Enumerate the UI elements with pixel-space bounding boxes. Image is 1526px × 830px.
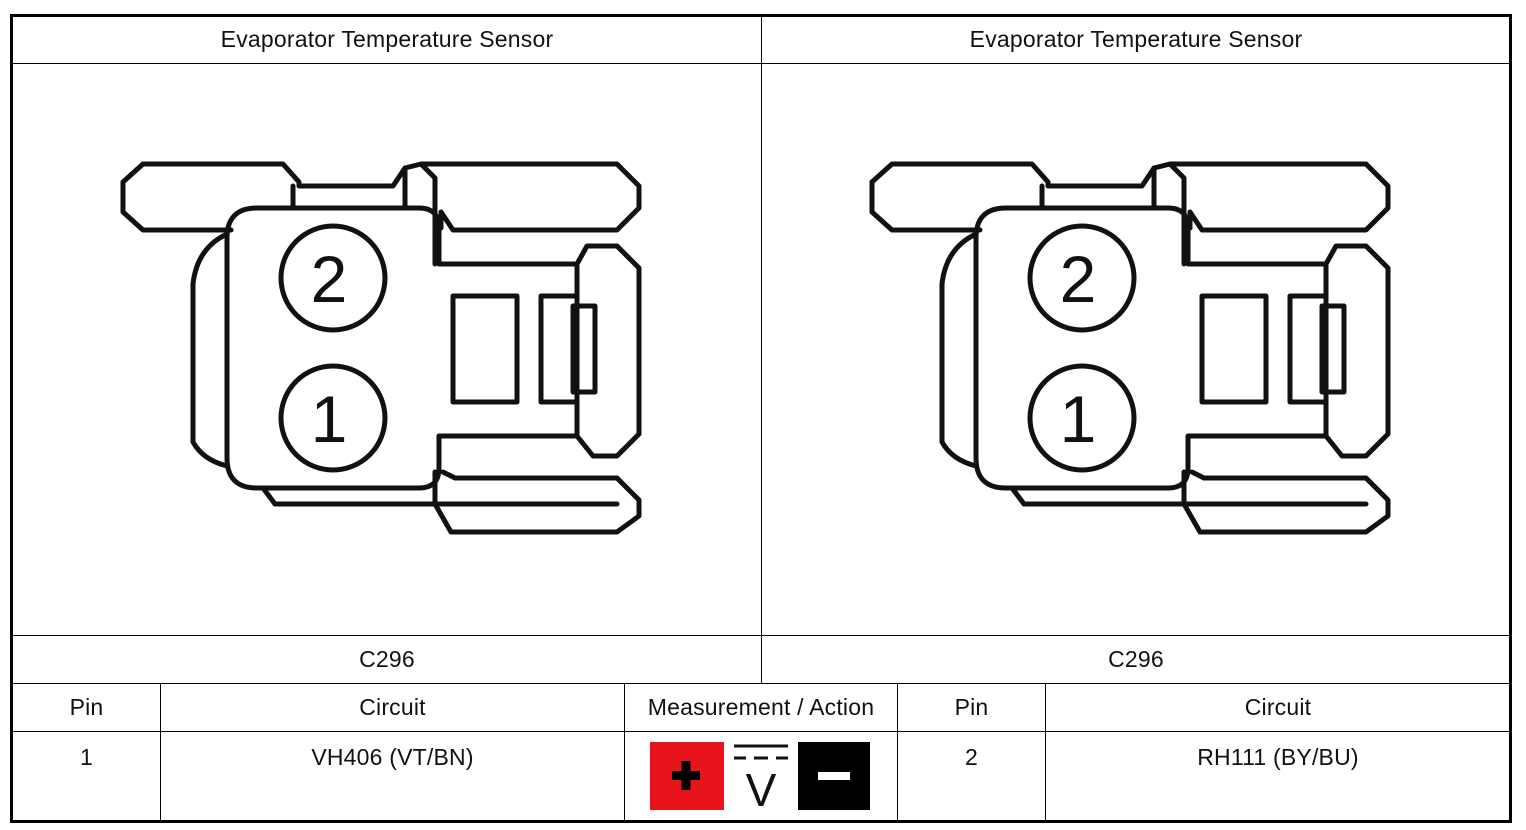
voltmeter-symbol: V (746, 764, 777, 812)
col-divider-3 (897, 683, 898, 821)
left-connector-lock-tab (570, 303, 598, 395)
right-connector-right-cap (1323, 243, 1391, 459)
left-connector-top-tab-rail (418, 161, 438, 267)
col-divider-2 (624, 683, 625, 821)
left-connector-id: C296 (359, 646, 415, 672)
right-pin-1-cavity (1027, 363, 1137, 473)
right-connector-lock-tab (1319, 303, 1347, 395)
positive-probe-icon (650, 742, 724, 810)
header-pin-a: Pin (69, 694, 104, 720)
left-pin-1-cavity (278, 363, 388, 473)
right-connector-top-tab-rail (1167, 161, 1187, 267)
left-connector-top-latch-body (120, 179, 234, 233)
connector-row-divider (12, 683, 1510, 684)
left-pin-2-label: 2 (311, 242, 348, 316)
negative-probe-icon (798, 742, 870, 810)
col-divider-1 (160, 683, 161, 821)
left-panel-title: Evaporator Temperature Sensor (220, 26, 554, 52)
measurement-action-icons: V (650, 742, 870, 812)
right-pin-2-label: 2 (1060, 242, 1097, 316)
left-pin-2-cavity (278, 223, 388, 333)
left-connector-right-cap (574, 243, 642, 459)
row-pin-b: 2 (965, 743, 978, 770)
dc-voltage-icon: V (734, 744, 788, 812)
left-connector-lock-slot (538, 293, 580, 405)
row-pin-a: 1 (80, 743, 93, 770)
right-connector-left-shoulder (939, 231, 979, 469)
left-connector-terminal-slot (450, 293, 520, 405)
left-connector-diagram: 2 1 (120, 161, 642, 535)
right-connector-top-latch-body (869, 179, 983, 233)
right-pin-1-label: 1 (1060, 382, 1097, 456)
panel-divider (761, 16, 762, 683)
left-connector-bottom-latch-body (432, 469, 642, 535)
left-connector-housing (224, 205, 580, 491)
right-connector-diagram: 2 1 (869, 161, 1391, 535)
header-row-divider (12, 731, 1510, 732)
right-connector-terminal-slot (1199, 293, 1269, 405)
left-connector-top-latch (120, 161, 642, 233)
right-panel-title: Evaporator Temperature Sensor (969, 26, 1303, 52)
left-connector-left-shoulder (190, 231, 230, 469)
right-connector-top-latch (869, 161, 1391, 233)
row-circuit-b: RH111 (BY/BU) (1197, 743, 1359, 770)
left-pin-1-label: 1 (311, 382, 348, 456)
header-circuit-b: Circuit (1244, 694, 1312, 720)
col-divider-4 (1045, 683, 1046, 821)
header-pin-b: Pin (954, 694, 989, 720)
right-connector-housing (973, 205, 1329, 491)
right-connector-id: C296 (1108, 646, 1164, 672)
right-pin-2-cavity (1027, 223, 1137, 333)
pinout-table-frame (10, 14, 1512, 823)
header-measurement: Measurement / Action (647, 694, 875, 720)
header-circuit-a: Circuit (359, 694, 426, 720)
right-connector-lock-slot (1287, 293, 1329, 405)
right-connector-bottom-latch-body (1181, 469, 1391, 535)
row-circuit-a: VH406 (VT/BN) (311, 743, 474, 770)
